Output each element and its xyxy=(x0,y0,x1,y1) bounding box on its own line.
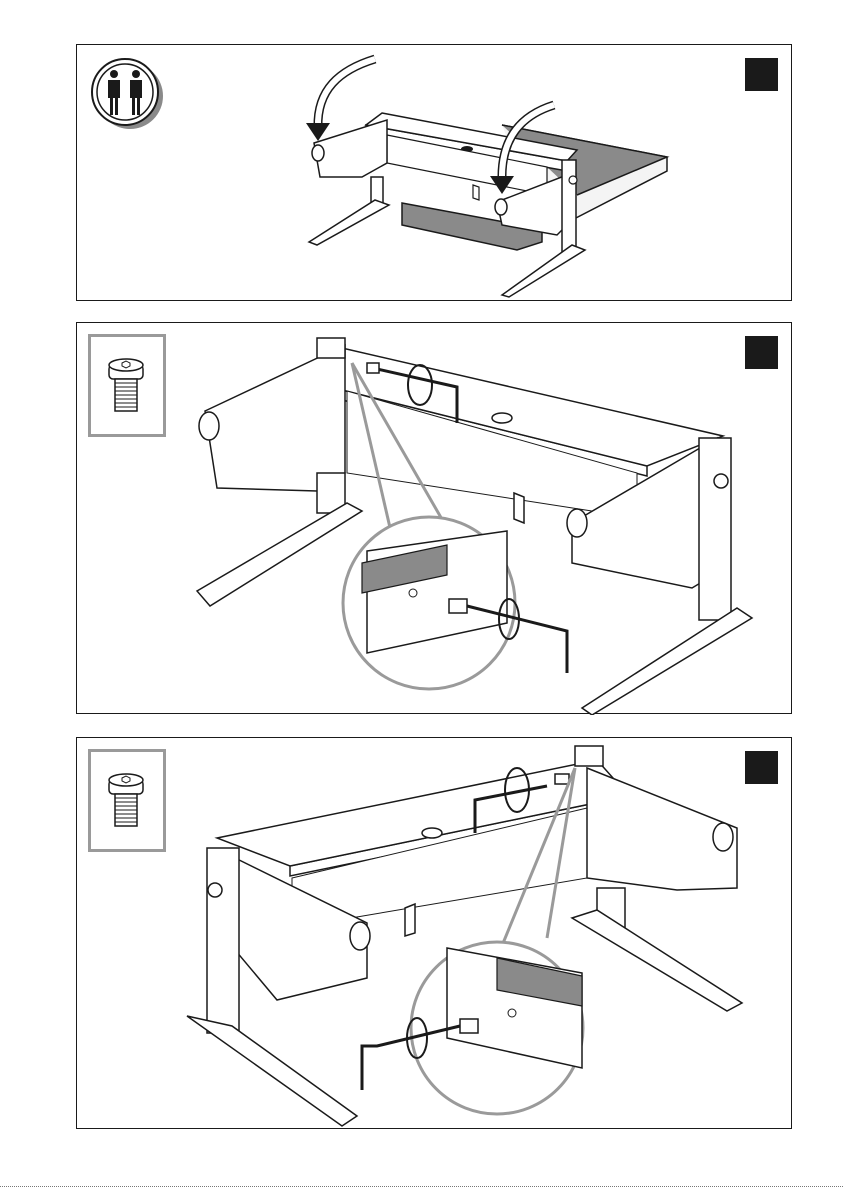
crossbar-bolt-illustration-reverse xyxy=(77,738,793,1130)
page-bottom-edge xyxy=(0,1186,843,1192)
crossbar-bolt-illustration xyxy=(77,323,793,715)
step-panel-1 xyxy=(76,44,792,301)
step-panel-2 xyxy=(76,322,792,714)
step-panel-3 xyxy=(76,737,792,1129)
desk-frame-flip-illustration xyxy=(77,45,793,302)
